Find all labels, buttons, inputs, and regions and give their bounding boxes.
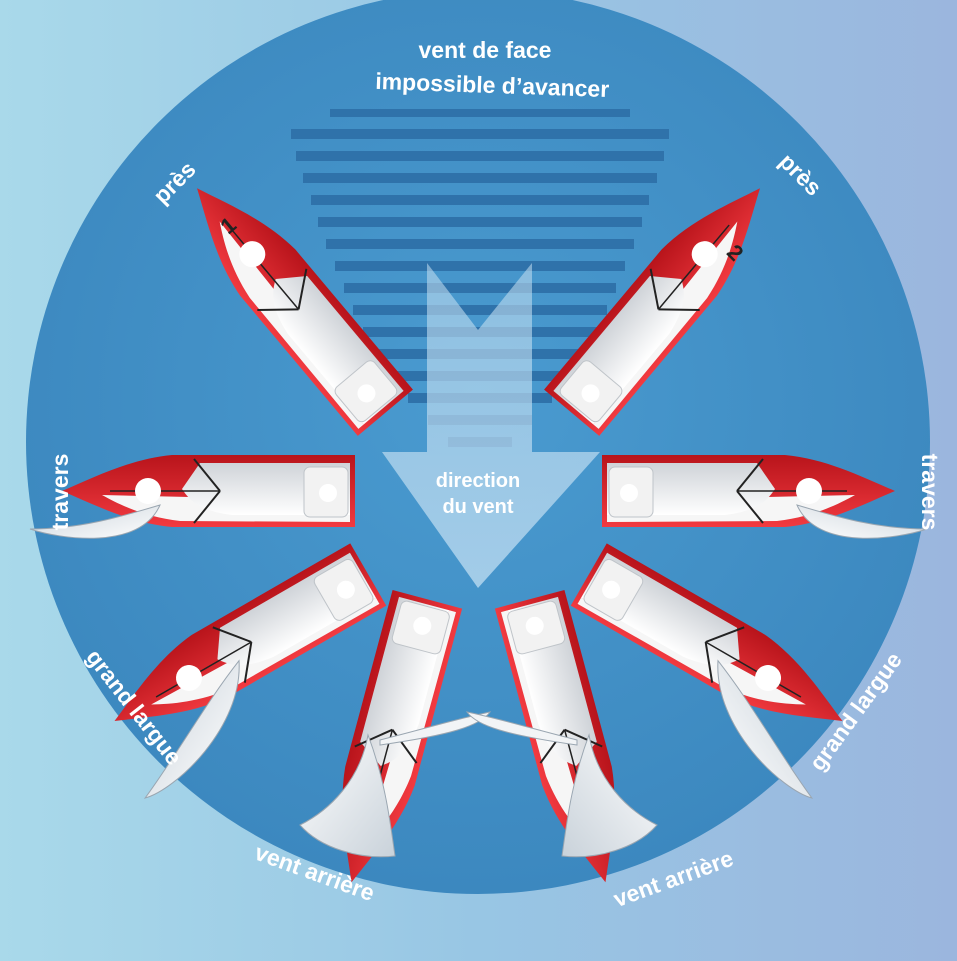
arrow-label-line1: direction bbox=[436, 470, 520, 492]
arrow-label-line2: du vent bbox=[442, 496, 513, 518]
label-travers-left: travers bbox=[47, 454, 73, 531]
title-line1: vent de face bbox=[419, 37, 552, 63]
label-travers-right: travers bbox=[917, 454, 943, 531]
